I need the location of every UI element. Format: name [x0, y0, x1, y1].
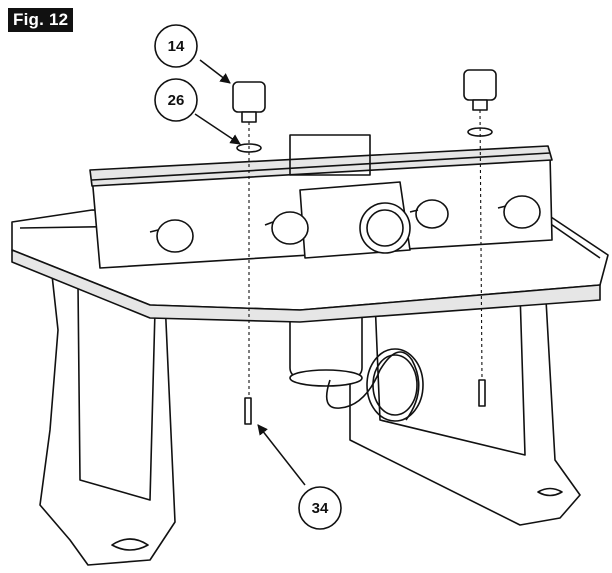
callout-34: 34 [298, 486, 342, 530]
left-leg [39, 274, 176, 566]
svg-text:26: 26 [168, 92, 185, 109]
table-top-edge [11, 249, 601, 323]
right-foot-hole [537, 487, 563, 497]
router-cord [325, 351, 420, 421]
figure-label: Fig. 12 [8, 8, 74, 32]
callout-14: 14 [154, 24, 198, 68]
screw-left [244, 397, 252, 425]
left-leg-inner [77, 284, 156, 501]
svg-text:34: 34 [312, 500, 329, 517]
screw-right [478, 379, 486, 407]
left-foot-hole [111, 538, 149, 551]
right-leg [349, 281, 581, 526]
fence-knob [497, 195, 541, 229]
fence-knob [149, 219, 194, 253]
fence-knob [264, 211, 309, 245]
cord-coil [366, 348, 424, 422]
fence-knob [409, 199, 449, 229]
svg-text:14: 14 [168, 38, 185, 55]
top-knob-left [232, 81, 266, 123]
callout-26: 26 [154, 78, 198, 122]
top-knob-right [463, 69, 497, 111]
